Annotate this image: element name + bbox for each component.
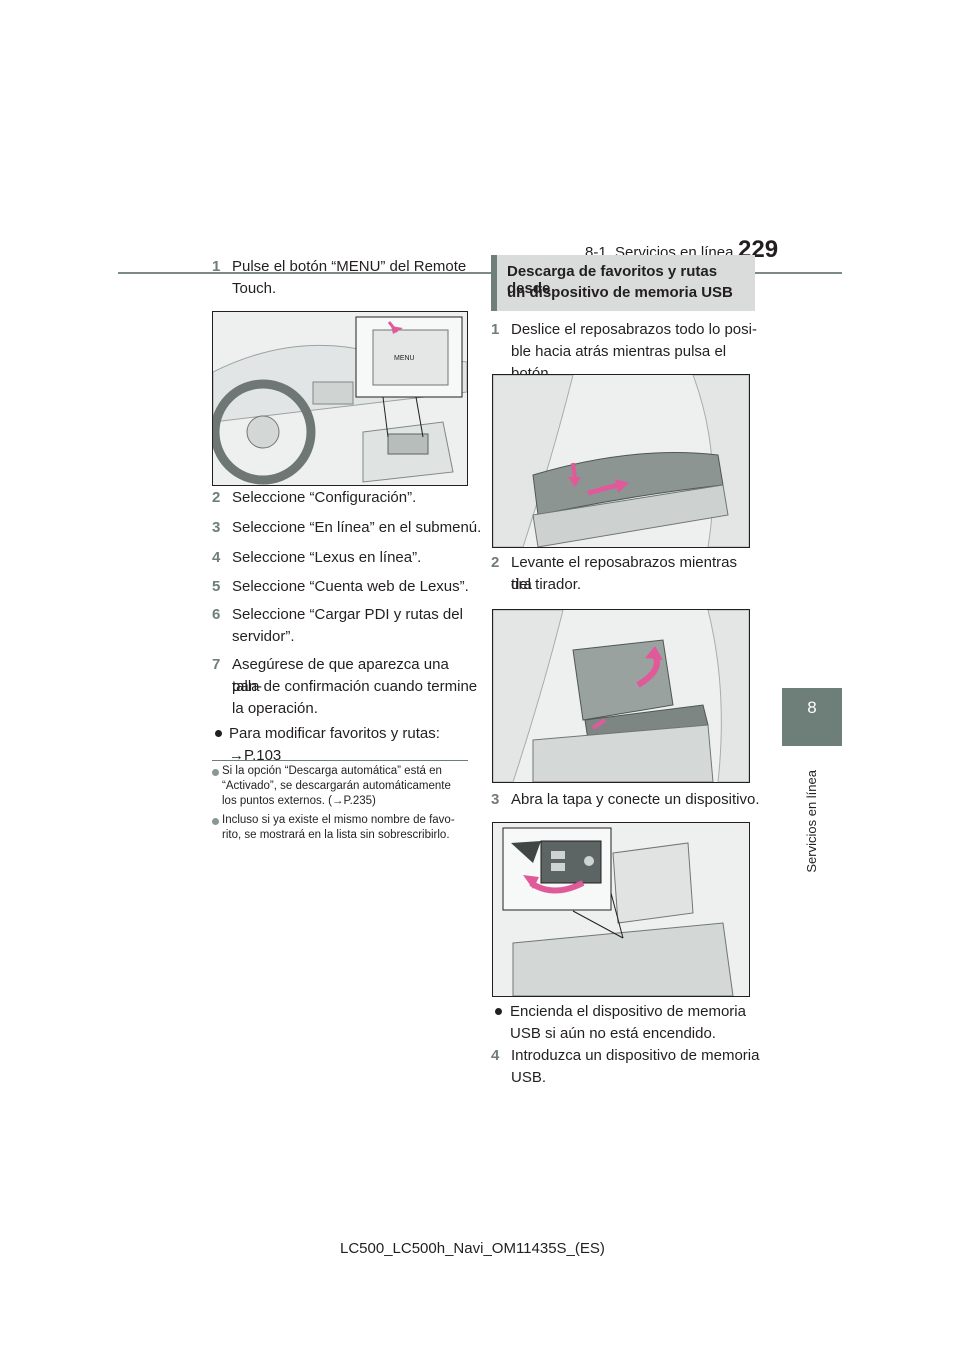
note-2: Incluso si ya existe el mismo nombre de …	[222, 814, 455, 841]
step-6: 6 Seleccione “Cargar PDI y rutas del ser…	[212, 606, 463, 645]
chapter-tab	[782, 688, 842, 746]
step-3: 3 Seleccione “En línea” en el submenú.	[212, 519, 482, 536]
document-code: LC500_LC500h_Navi_OM11435S_(ES)	[340, 1240, 605, 1257]
step-4: 4 Seleccione “Lexus en línea”.	[212, 549, 422, 566]
notes-divider	[212, 760, 468, 761]
figure-armrest-slide	[492, 374, 750, 548]
chapter-label: Servicios en línea	[804, 770, 819, 873]
note-bullet-icon	[212, 769, 219, 776]
usb-step-4: 4 Introduzca un dispositivo de memoria U…	[491, 1047, 760, 1086]
bullet-icon	[495, 1008, 502, 1015]
chapter-number: 8	[807, 698, 817, 717]
step-5: 5 Seleccione “Cuenta web de Lexus”.	[212, 578, 469, 595]
note-1: Si la opción “Descarga automática” está …	[222, 765, 451, 807]
bullet-icon	[215, 730, 222, 737]
figure-dashboard-remote-touch: MENU	[212, 311, 468, 486]
step-7: 7 Asegúrese de que aparezca una pan- tal…	[212, 656, 478, 717]
usb-step-3: 3 Abra la tapa y conecte un dispositivo.	[491, 791, 760, 808]
step-1: 1 Pulse el botón “MENU” del Remote Touch…	[212, 258, 467, 297]
step-2: 2 Seleccione “Configuración”.	[212, 489, 417, 506]
header-rule	[118, 272, 842, 274]
bullet-modify-favorites: Para modificar favoritos y rutas: →P.103	[229, 725, 440, 764]
usb-step-1: 1 Deslice el reposabrazos todo lo posi- …	[491, 321, 757, 382]
usb-step-2: 2 Levante el reposabrazos mientras tira …	[491, 554, 737, 593]
figure-usb-port	[492, 822, 750, 997]
note-bullet-icon	[212, 818, 219, 825]
bullet-power-on-usb: Encienda el dispositivo de memoria USB s…	[510, 1003, 746, 1042]
section-heading: Descarga de favoritos y rutas desde un d…	[491, 255, 755, 311]
figure-armrest-lift	[492, 609, 750, 783]
menu-button-label: MENU	[394, 355, 415, 362]
